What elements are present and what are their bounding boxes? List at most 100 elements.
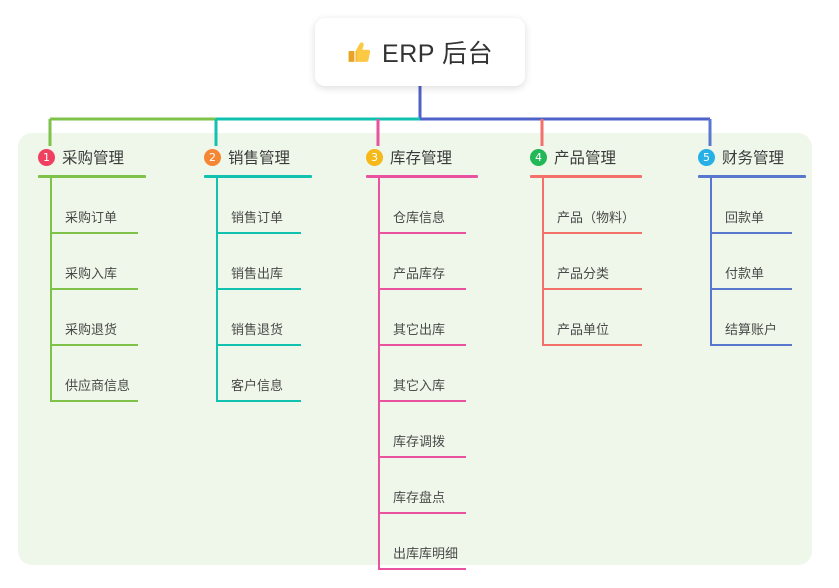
root-node[interactable]: ERP 后台: [315, 18, 525, 86]
list-item-label: 销售出库: [231, 266, 284, 281]
column-title: 财务管理: [722, 150, 785, 167]
list-item[interactable]: 结算账户: [698, 290, 806, 346]
column-header-underline: [366, 175, 478, 178]
column-header[interactable]: 4 产品管理: [530, 146, 642, 168]
list-item-label: 其它出库: [393, 322, 446, 337]
list-item-underline: [710, 232, 792, 234]
list-item-underline: [378, 288, 466, 290]
item-list: 回款单付款单结算账户: [698, 178, 806, 346]
column-header[interactable]: 3 库存管理: [366, 146, 478, 168]
root-title: ERP 后台: [382, 40, 493, 68]
column-number-badge: 5: [698, 148, 715, 166]
list-item[interactable]: 产品（物料）: [530, 178, 642, 234]
list-item-underline: [378, 568, 466, 570]
column-number-badge: 3: [366, 148, 383, 166]
list-item-underline: [710, 288, 792, 290]
list-item-underline: [216, 344, 301, 346]
column-销售管理: 2 销售管理销售订单销售出库销售退货客户信息: [204, 146, 312, 402]
branch-trunk-line: [542, 178, 544, 346]
list-item[interactable]: 其它入库: [366, 346, 478, 402]
item-list: 采购订单采购入库采购退货供应商信息: [38, 178, 146, 402]
list-item-label: 产品（物料）: [557, 210, 636, 225]
item-list: 销售订单销售出库销售退货客户信息: [204, 178, 312, 402]
list-item[interactable]: 采购入库: [38, 234, 146, 290]
item-list: 仓库信息产品库存其它出库其它入库库存调拨库存盘点出库库明细: [366, 178, 478, 570]
list-item-label: 采购入库: [65, 266, 118, 281]
list-item-label: 出库库明细: [393, 546, 459, 561]
column-header-underline: [530, 175, 642, 178]
list-item-label: 结算账户: [725, 322, 778, 337]
list-item[interactable]: 产品库存: [366, 234, 478, 290]
list-item[interactable]: 采购订单: [38, 178, 146, 234]
list-item-label: 产品分类: [557, 266, 610, 281]
list-item[interactable]: 客户信息: [204, 346, 312, 402]
list-item-underline: [378, 232, 466, 234]
list-item-underline: [710, 344, 792, 346]
list-item[interactable]: 库存盘点: [366, 458, 478, 514]
list-item-label: 采购订单: [65, 210, 118, 225]
list-item-label: 采购退货: [65, 322, 118, 337]
list-item[interactable]: 产品分类: [530, 234, 642, 290]
list-item[interactable]: 销售订单: [204, 178, 312, 234]
list-item-underline: [378, 456, 466, 458]
list-item[interactable]: 产品单位: [530, 290, 642, 346]
column-header[interactable]: 2 销售管理: [204, 146, 312, 168]
list-item-label: 仓库信息: [393, 210, 446, 225]
branch-trunk-line: [378, 178, 380, 570]
list-item[interactable]: 回款单: [698, 178, 806, 234]
list-item[interactable]: 供应商信息: [38, 346, 146, 402]
list-item[interactable]: 付款单: [698, 234, 806, 290]
list-item-underline: [542, 288, 642, 290]
list-item-label: 客户信息: [231, 378, 284, 393]
branch-trunk-line: [710, 178, 712, 346]
list-item-underline: [378, 512, 466, 514]
list-item[interactable]: 其它出库: [366, 290, 478, 346]
content-panel: [18, 133, 812, 565]
list-item-label: 库存盘点: [393, 490, 446, 505]
column-number-badge: 4: [530, 148, 547, 166]
list-item-underline: [378, 344, 466, 346]
list-item[interactable]: 采购退货: [38, 290, 146, 346]
list-item-label: 付款单: [725, 266, 765, 281]
item-list: 产品（物料） 产品分类产品单位: [530, 178, 642, 346]
list-item-label: 库存调拨: [393, 434, 446, 449]
column-title: 库存管理: [390, 150, 453, 167]
column-title: 销售管理: [228, 150, 291, 167]
column-库存管理: 3 库存管理仓库信息产品库存其它出库其它入库库存调拨库存盘点出库库明细: [366, 146, 478, 570]
list-item[interactable]: 仓库信息: [366, 178, 478, 234]
list-item-underline: [50, 344, 138, 346]
list-item-label: 其它入库: [393, 378, 446, 393]
list-item-label: 产品单位: [557, 322, 610, 337]
column-采购管理: 1 采购管理采购订单采购入库采购退货供应商信息: [38, 146, 146, 402]
list-item-underline: [216, 232, 301, 234]
column-header[interactable]: 5 财务管理: [698, 146, 806, 168]
list-item[interactable]: 销售退货: [204, 290, 312, 346]
list-item-underline: [50, 232, 138, 234]
list-item-label: 回款单: [725, 210, 765, 225]
column-number-badge: 1: [38, 148, 55, 166]
list-item-label: 产品库存: [393, 266, 446, 281]
list-item-label: 销售订单: [231, 210, 284, 225]
column-title: 产品管理: [554, 150, 617, 167]
list-item-underline: [542, 232, 642, 234]
column-财务管理: 5 财务管理回款单付款单结算账户: [698, 146, 806, 346]
list-item-underline: [216, 288, 301, 290]
branch-trunk-line: [216, 178, 218, 402]
branch-trunk-line: [50, 178, 52, 402]
list-item[interactable]: 库存调拨: [366, 402, 478, 458]
column-number-badge: 2: [204, 148, 221, 166]
list-item-underline: [50, 400, 138, 402]
column-产品管理: 4 产品管理产品（物料） 产品分类产品单位: [530, 146, 642, 346]
list-item[interactable]: 销售出库: [204, 234, 312, 290]
list-item-underline: [378, 400, 466, 402]
column-header-underline: [698, 175, 806, 178]
column-header-underline: [204, 175, 312, 178]
column-title: 采购管理: [62, 150, 125, 167]
list-item[interactable]: 出库库明细: [366, 514, 478, 570]
list-item-underline: [50, 288, 138, 290]
column-header[interactable]: 1 采购管理: [38, 146, 146, 168]
thumbs-up-icon: [348, 41, 371, 62]
list-item-underline: [216, 400, 301, 402]
list-item-label: 销售退货: [231, 322, 284, 337]
